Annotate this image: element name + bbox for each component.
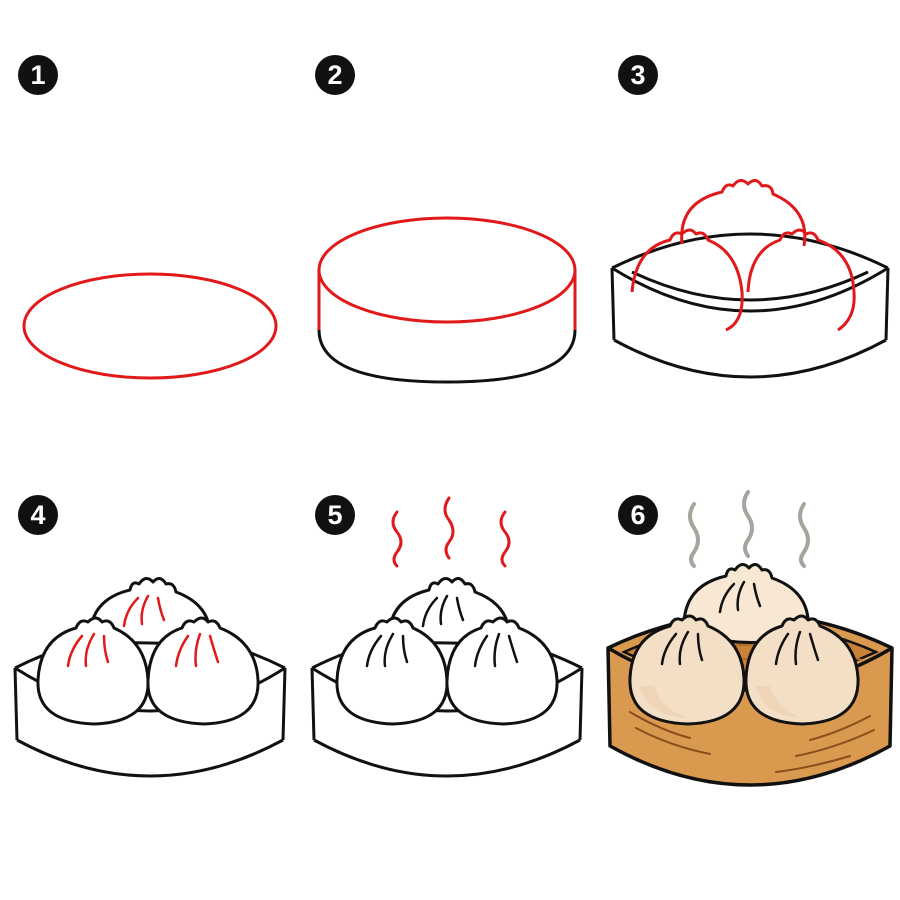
pleat-line xyxy=(365,634,383,668)
steam-wisp xyxy=(499,510,511,568)
pleat-line xyxy=(156,596,166,622)
dumpling-left-outline xyxy=(630,228,744,332)
step-number-badge: 1 xyxy=(18,55,58,95)
pleat-line xyxy=(696,632,704,662)
pleat-line xyxy=(808,632,820,662)
bamboo-grain-line xyxy=(775,755,851,773)
step-6-panel: 6 xyxy=(600,440,900,880)
basket-bottom-curve xyxy=(313,738,581,778)
dumpling-right-outline xyxy=(746,228,856,332)
basket-bottom-curve xyxy=(317,329,577,384)
steam-wisp xyxy=(443,496,455,560)
step-number-badge: 2 xyxy=(315,55,355,95)
dumpling-back-outline xyxy=(680,179,807,247)
basket-left-side xyxy=(610,267,616,341)
dumpling-right xyxy=(146,616,260,726)
basket-left-side xyxy=(310,667,316,741)
step-4-drawing xyxy=(13,577,287,778)
basket-right-side xyxy=(578,667,584,741)
pleat-line xyxy=(774,632,790,666)
pleat-line xyxy=(455,596,465,622)
step-1-drawing xyxy=(22,272,278,380)
pleat-line xyxy=(102,634,110,664)
basket-rim xyxy=(317,216,577,324)
dumpling-right xyxy=(445,616,559,726)
step-2-panel: 2 xyxy=(297,0,597,440)
dumpling-left xyxy=(335,616,449,726)
bamboo-grain-line xyxy=(635,727,711,755)
pleat-line xyxy=(736,580,746,612)
steam-wisp xyxy=(742,490,754,558)
step-3-panel: 3 xyxy=(600,0,900,440)
dumpling-left xyxy=(36,616,150,726)
pleat-line xyxy=(140,594,150,626)
pleat-line xyxy=(678,630,690,666)
dumpling-shade xyxy=(756,686,802,718)
step-3-drawing xyxy=(610,179,890,379)
basket-bottom-curve xyxy=(613,338,887,379)
pleat-line xyxy=(718,582,736,614)
steam-wisp xyxy=(798,502,810,568)
pleat-line xyxy=(660,632,678,666)
pleat-line xyxy=(473,634,489,668)
pleat-line xyxy=(84,632,96,668)
step-6-drawing xyxy=(606,490,894,787)
step-number-badge: 4 xyxy=(18,495,58,535)
pleat-line xyxy=(383,632,395,668)
step-5-panel: 5 xyxy=(297,440,597,880)
steam-wisp xyxy=(688,502,700,568)
base-ellipse xyxy=(22,272,278,380)
pleat-line xyxy=(122,596,140,628)
pleat-line xyxy=(752,582,762,608)
bamboo-grain-line xyxy=(629,711,691,739)
pleat-line xyxy=(493,632,501,668)
step-1-panel: 1 xyxy=(0,0,300,440)
step-number-badge: 6 xyxy=(618,495,658,535)
dumpling-shade xyxy=(640,686,688,718)
pleat-line xyxy=(194,632,202,668)
pleat-line xyxy=(507,634,519,664)
bamboo-grain-line xyxy=(795,729,875,757)
bamboo-grain-line xyxy=(809,715,871,741)
step-5-drawing xyxy=(310,496,584,778)
basket-bottom-curve xyxy=(16,738,284,778)
basket-left-side xyxy=(13,667,19,741)
basket-inner-rim xyxy=(631,270,869,302)
steam-wisp xyxy=(391,510,403,568)
step-number-badge: 3 xyxy=(618,55,658,95)
pleat-line xyxy=(421,596,439,628)
step-number-badge: 5 xyxy=(315,495,355,535)
pleat-line xyxy=(66,634,84,668)
pleat-line xyxy=(174,634,190,668)
pleat-line xyxy=(401,634,409,664)
pleat-line xyxy=(439,594,449,626)
pleat-line xyxy=(208,634,220,664)
basket-right-side xyxy=(281,667,287,741)
step-2-drawing xyxy=(317,216,577,384)
step-4-panel: 4 xyxy=(0,440,300,880)
pleat-line xyxy=(794,630,802,666)
basket-right-side xyxy=(884,267,890,341)
